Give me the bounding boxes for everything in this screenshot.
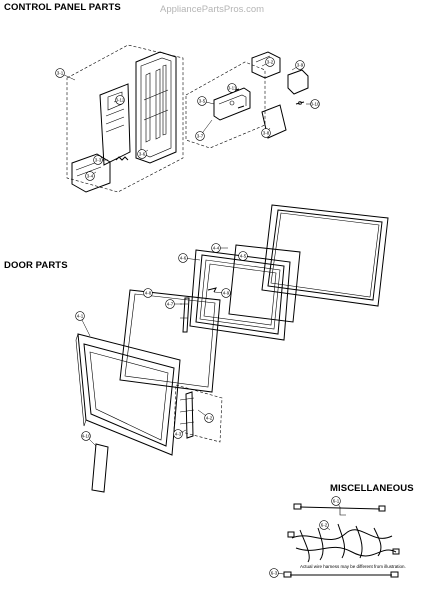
- callout-label: 4-4: [213, 246, 220, 251]
- callout-label: 3-8: [263, 131, 270, 136]
- callout-circle: [143, 288, 153, 298]
- callout-label: 4-9: [223, 291, 230, 296]
- callout-circle: [310, 99, 320, 109]
- callout-4-7: 4-7: [165, 299, 182, 309]
- callout-4-6: 4-6: [178, 253, 201, 263]
- callout-label: 4-3: [175, 432, 182, 437]
- callout-label: 3-3: [95, 158, 102, 163]
- callout-label: 3-1: [57, 71, 64, 76]
- callout-circle: [85, 171, 95, 181]
- callout-3-3: 3-3: [93, 155, 108, 165]
- callout-4-1: 4-1: [75, 311, 91, 337]
- callout-4-8: 4-8: [143, 288, 153, 298]
- callout-label: 3-4: [87, 174, 94, 179]
- callout-circle: [115, 95, 125, 105]
- callout-label: 3-7: [197, 134, 204, 139]
- callout-circle: [211, 243, 221, 253]
- door-front-panel: [75, 333, 181, 456]
- door-screen-panel: [228, 244, 301, 323]
- callout-label: 4-6: [180, 256, 187, 261]
- door-outer-frame: [261, 204, 389, 307]
- wire-harness-main: [287, 523, 400, 563]
- callout-circle: [227, 83, 237, 93]
- callout-3-8: 3-8: [261, 127, 271, 138]
- wire-harness-short: [293, 503, 386, 516]
- callout-circle: [195, 131, 205, 141]
- callout-label: 3-10: [310, 102, 320, 107]
- callout-4-2: 4-2: [197, 409, 214, 423]
- callout-6-3: 6-3: [269, 568, 285, 578]
- callout-3-7: 3-7: [195, 119, 213, 141]
- callout-4-10: 4-10: [81, 431, 97, 447]
- callout-3-4: 3-4: [85, 171, 97, 181]
- callout-label: 3-12: [115, 98, 125, 103]
- callout-circle: [178, 253, 188, 263]
- watermark: AppliancePartsPros.com: [160, 4, 265, 15]
- callout-label: 4-1: [77, 314, 84, 319]
- callout-label: 4-2: [206, 416, 213, 421]
- callout-label: 4-5: [240, 254, 247, 259]
- callout-circle: [204, 413, 214, 423]
- callout-label: 4-10: [81, 434, 91, 439]
- callout-circle: [331, 496, 341, 506]
- callout-circle: [319, 520, 329, 530]
- control-panel-assembly: [66, 44, 184, 193]
- control-panel-parts-heading: CONTROL PANEL PARTS: [4, 2, 121, 13]
- callout-circle: [55, 68, 65, 78]
- callout-circle: [238, 251, 248, 261]
- callout-4-3: 4-3: [173, 429, 187, 439]
- callout-circle: [265, 57, 275, 67]
- callout-layer: 3-1 3-2 3-3 3-4 3-5 3-6 3-7 3-8 3-9 3-10 3-11 3-12 4…: [55, 57, 341, 578]
- callout-3-1: 3-1: [55, 68, 76, 81]
- door-latch-assembly: [173, 384, 223, 443]
- callout-3-6: 3-6: [137, 149, 149, 159]
- callout-circle: [165, 299, 175, 309]
- callout-3-9: 3-9: [291, 60, 305, 71]
- callout-6-1: 6-1: [331, 496, 341, 508]
- door-choke-frame: [189, 249, 291, 341]
- door-glass-panel: [119, 289, 221, 393]
- callout-circle: [81, 431, 91, 441]
- callout-3-11: 3-11: [227, 83, 237, 93]
- harness-note: Actual wire harness may be different fro…: [300, 564, 406, 569]
- callout-circle: [93, 155, 103, 165]
- callout-circle: [261, 128, 271, 138]
- callout-circle: [137, 149, 147, 159]
- callout-3-10: 3-10: [306, 99, 320, 109]
- callout-label: 4-7: [167, 302, 174, 307]
- callout-label: 3-11: [228, 86, 237, 91]
- callout-label: 6-2: [321, 523, 328, 528]
- callout-circle: [75, 311, 85, 321]
- door-parts-heading: DOOR PARTS: [4, 260, 68, 271]
- callout-3-2: 3-2: [261, 57, 275, 67]
- wire-harness-long: [283, 571, 399, 578]
- callout-3-12: 3-12: [113, 95, 125, 105]
- callout-4-4: 4-4: [211, 243, 228, 253]
- callout-4-9: 4-9: [213, 288, 231, 298]
- miscellaneous-heading: MISCELLANEOUS: [330, 483, 414, 494]
- callout-label: 3-9: [297, 63, 304, 68]
- callout-label: 3-2: [267, 60, 274, 65]
- callout-label: 3-5: [199, 99, 206, 104]
- callout-circle: [221, 288, 231, 298]
- callout-label: 4-8: [145, 291, 152, 296]
- callout-label: 6-3: [271, 571, 278, 576]
- callout-4-5: 4-5: [238, 251, 248, 261]
- callout-circle: [295, 60, 305, 70]
- callout-label: 3-6: [139, 152, 146, 157]
- door-handle-strip: [91, 443, 109, 493]
- callout-circle: [197, 96, 207, 106]
- callout-6-2: 6-2: [319, 520, 331, 531]
- callout-circle: [269, 568, 279, 578]
- callout-label: 6-1: [333, 499, 340, 504]
- callout-circle: [173, 429, 183, 439]
- callout-3-5: 3-5: [197, 96, 215, 106]
